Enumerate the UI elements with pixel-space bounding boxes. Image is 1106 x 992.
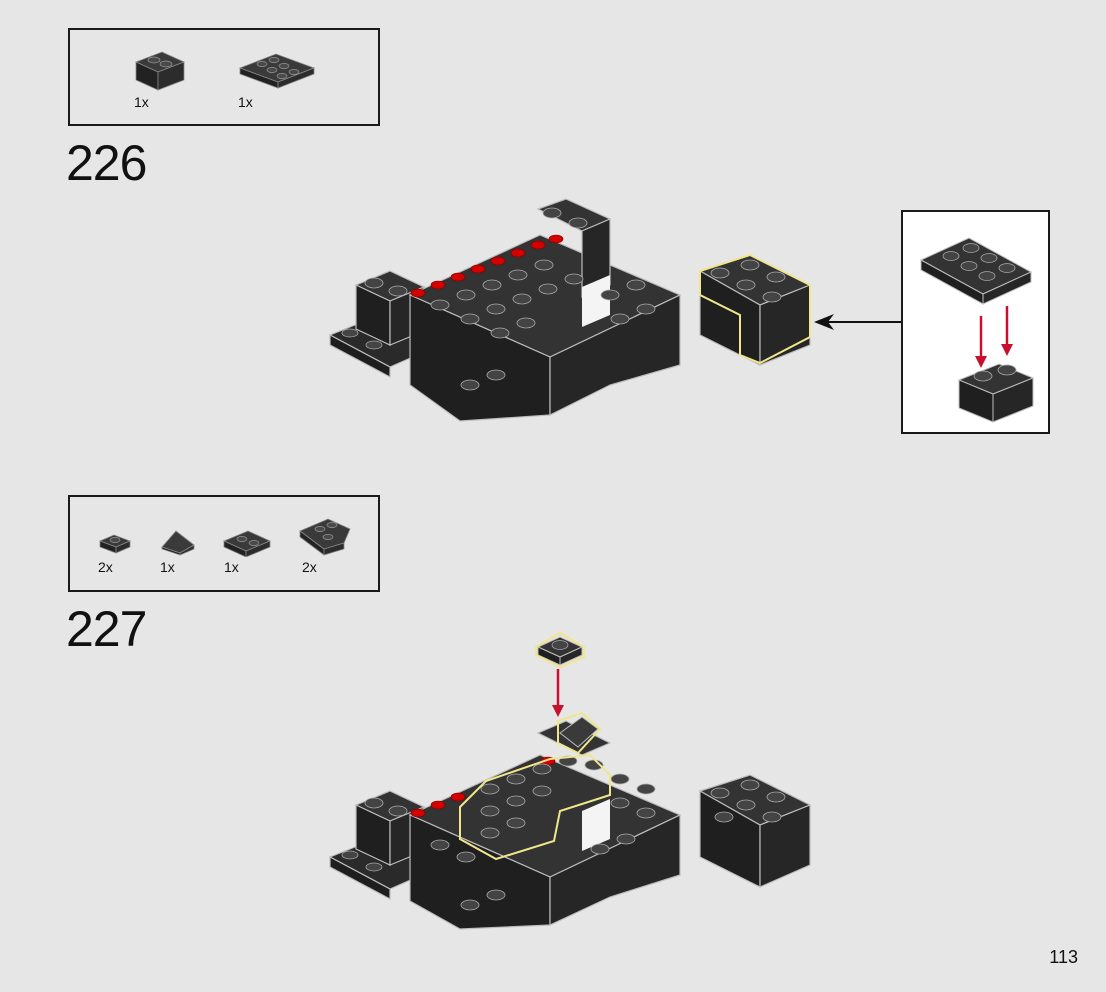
brick-1x2-icon: [134, 51, 186, 91]
part-qty: 1x: [160, 559, 175, 575]
part-qty: 1x: [134, 94, 149, 110]
parts-list-step-226: 1x 1x: [68, 28, 380, 126]
part-qty: 1x: [238, 94, 253, 110]
step-number: 227: [66, 601, 147, 657]
slope-1x1-icon: [161, 530, 195, 556]
part-qty: 1x: [224, 559, 239, 575]
parts-list-step-227: 2x 1x 1x 2x: [68, 495, 380, 592]
plate-2x3-icon: [238, 53, 316, 89]
sub-assembly-callout: [901, 210, 1050, 434]
sub-assembly-diagram: [919, 237, 1035, 423]
plate-1x2-icon: [222, 530, 272, 557]
part-qty: 2x: [302, 559, 317, 575]
wedge-plate-icon: [299, 518, 351, 556]
insert-arrow: [814, 314, 902, 330]
step-number: 226: [66, 135, 147, 191]
model-step-227: [328, 631, 812, 930]
page-number: 113: [1049, 947, 1078, 967]
model-step-226: [328, 198, 812, 422]
plate-1x1-icon: [98, 534, 132, 554]
part-qty: 2x: [98, 559, 113, 575]
